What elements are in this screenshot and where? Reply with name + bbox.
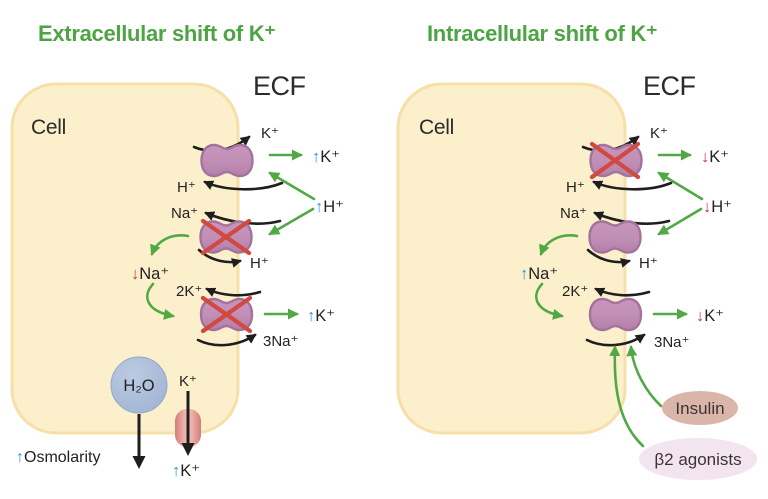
na-level-label: ↓Na⁺ bbox=[131, 265, 169, 283]
membrane-arc-3na-out bbox=[196, 333, 257, 347]
pump-result-label: ↑K⁺ bbox=[307, 307, 335, 325]
arrow-nah-to-na bbox=[150, 234, 190, 256]
hk-exchanger: K⁺ H⁺ ↑K⁺ bbox=[177, 125, 340, 196]
pump-out-label: 3Na⁺ bbox=[654, 334, 689, 351]
channel-k-label: K⁺ bbox=[179, 373, 197, 390]
pump-result-label: ↓K⁺ bbox=[696, 307, 724, 325]
transporter-capsule bbox=[200, 143, 254, 178]
insulin-label: Insulin bbox=[675, 399, 724, 418]
nak-pump: 2K⁺ 3Na⁺ ↓K⁺ bbox=[562, 283, 724, 351]
h-trigger: ↓H⁺ bbox=[657, 171, 732, 236]
page-title: Intracellular shift of K⁺ bbox=[427, 21, 657, 46]
membrane-arc-3na-out bbox=[585, 333, 646, 347]
membrane-arc-2k-in bbox=[594, 287, 651, 297]
inhibition-x-icon bbox=[589, 141, 641, 180]
h-out-label: H⁺ bbox=[639, 255, 658, 272]
k-leak-channel: K⁺ ↑K⁺ bbox=[172, 373, 201, 480]
h-in-label: H⁺ bbox=[177, 179, 196, 196]
na-level: ↑Na⁺ bbox=[520, 234, 579, 320]
water-label: H₂O bbox=[123, 377, 154, 395]
h-trigger-label: ↓H⁺ bbox=[703, 198, 732, 216]
cell-label: Cell bbox=[31, 116, 66, 139]
cell-label: Cell bbox=[419, 116, 454, 139]
right-panel: Intracellular shift of K⁺ ECF Cell K⁺ H⁺… bbox=[396, 21, 757, 480]
trigger-arrow-to-nah bbox=[268, 207, 315, 236]
trigger-arrow-to-hk bbox=[657, 171, 704, 201]
h-in-label: H⁺ bbox=[566, 179, 585, 196]
osmolarity-label: ↑Osmolarity bbox=[16, 449, 100, 466]
k-result-label: ↓K⁺ bbox=[701, 148, 729, 166]
arrow-na-to-pump bbox=[146, 282, 175, 320]
nak-pump: 2K⁺ 3Na⁺ ↑K⁺ bbox=[176, 283, 335, 350]
na-in-label: Na⁺ bbox=[171, 205, 198, 222]
arrow-insulin-to-pump bbox=[626, 345, 663, 408]
k-out-label: K⁺ bbox=[261, 125, 279, 142]
b2-agonists-pill bbox=[639, 438, 757, 480]
transporter-capsule bbox=[588, 220, 642, 254]
arrow-b2-to-pump bbox=[609, 345, 645, 448]
k-out-label: K⁺ bbox=[650, 125, 668, 142]
membrane-arc-h-out bbox=[586, 248, 631, 268]
left-panel: Extracellular shift of K⁺ ECF Cell K⁺ H⁺… bbox=[10, 21, 344, 480]
na-level: ↓Na⁺ bbox=[131, 234, 190, 320]
b2-agonists-label: β2 agonists bbox=[654, 450, 741, 469]
membrane-arc-h-in bbox=[592, 180, 673, 191]
channel-result-label: ↑K⁺ bbox=[172, 462, 200, 480]
pump-out-label: 3Na⁺ bbox=[263, 333, 298, 350]
inhibition-x-icon bbox=[200, 295, 253, 334]
page-title: Extracellular shift of K⁺ bbox=[38, 21, 276, 46]
nah-exchanger: Na⁺ H⁺ bbox=[171, 205, 282, 272]
ecf-label: ECF bbox=[643, 71, 696, 101]
transporter-capsule bbox=[588, 297, 643, 332]
hk-exchanger: K⁺ H⁺ ↓K⁺ bbox=[566, 125, 729, 196]
k-result-label: ↑K⁺ bbox=[312, 148, 340, 166]
inhibition-x-icon bbox=[200, 218, 252, 256]
h-trigger-label: ↑H⁺ bbox=[315, 198, 344, 216]
membrane-arc-2k-in bbox=[205, 287, 262, 297]
pump-in-label: 2K⁺ bbox=[176, 283, 202, 300]
membrane-arc-h-in bbox=[203, 180, 284, 191]
pump-in-label: 2K⁺ bbox=[562, 283, 588, 300]
na-level-label: ↑Na⁺ bbox=[520, 265, 558, 283]
arrow-nah-to-na bbox=[539, 234, 579, 256]
na-in-label: Na⁺ bbox=[560, 205, 587, 222]
nah-exchanger: Na⁺ H⁺ bbox=[560, 205, 671, 272]
water-circle bbox=[110, 356, 168, 414]
h-trigger: ↑H⁺ bbox=[268, 171, 344, 236]
ecf-label: ECF bbox=[253, 71, 306, 101]
trigger-arrow-to-nah bbox=[657, 207, 703, 236]
trigger-arrow-to-hk bbox=[268, 171, 316, 201]
insulin-pill bbox=[662, 391, 738, 425]
h-out-label: H⁺ bbox=[250, 255, 269, 272]
arrow-na-to-pump bbox=[535, 282, 564, 320]
water-efflux: H₂O bbox=[110, 356, 168, 469]
pump-stimulators: Insulin β2 agonists bbox=[609, 345, 757, 480]
